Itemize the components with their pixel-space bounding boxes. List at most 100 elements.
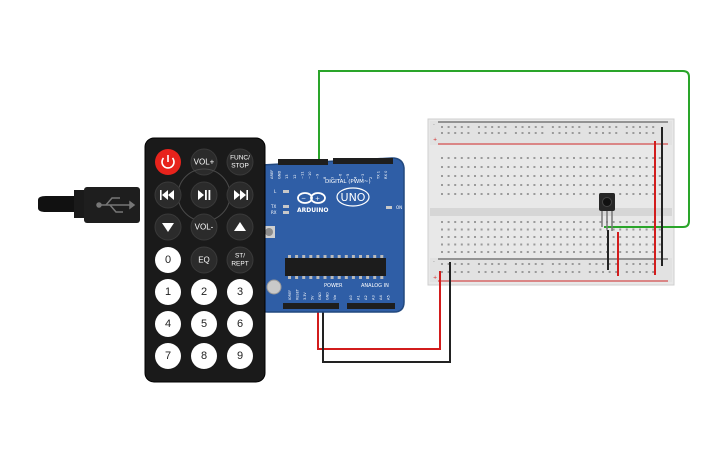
- next-button[interactable]: [226, 181, 254, 209]
- digital-label: DIGITAL (PWM~): [325, 179, 371, 185]
- play-pause-button[interactable]: [190, 181, 218, 209]
- arduino-brand: ARDUINO: [297, 207, 328, 214]
- power-pin-label: RESET: [296, 288, 300, 300]
- pin-label: ~11: [300, 171, 304, 179]
- pin-label: ~9: [316, 173, 320, 179]
- digit-label: 8: [201, 350, 207, 362]
- prev-button[interactable]: [154, 181, 182, 209]
- button-5[interactable]: 5: [191, 311, 217, 337]
- green-signal-wire[interactable]: [318, 70, 690, 228]
- pin-label: ~5: [346, 174, 350, 179]
- led-l: [283, 190, 289, 193]
- power-pin-label: Vin: [333, 295, 337, 300]
- power-icon: [161, 155, 175, 169]
- rail-sign-minus: -: [433, 122, 435, 128]
- digit-label: 7: [165, 350, 171, 362]
- digital-header-1[interactable]: [278, 159, 328, 165]
- analog-pin-label: A5: [387, 295, 391, 300]
- svg-text:ST/: ST/: [235, 253, 245, 260]
- analog-pin-label: A2: [364, 295, 368, 300]
- button-6[interactable]: 6: [227, 311, 253, 337]
- svg-text:VOL+: VOL+: [194, 158, 215, 167]
- svg-text:UNO: UNO: [341, 191, 366, 204]
- center-channel: [430, 208, 672, 216]
- eq-button[interactable]: EQ: [190, 246, 218, 274]
- ir-receiver[interactable]: [599, 193, 615, 231]
- rail-sign-plus-bottom: +: [433, 275, 437, 281]
- button-9[interactable]: 9: [227, 343, 253, 369]
- power-pin-label: IOREF: [288, 290, 292, 300]
- power-pin-label: GND: [318, 292, 322, 300]
- digit-label: 5: [201, 318, 207, 330]
- digital-header-2[interactable]: [333, 158, 393, 164]
- digit-buttons: 1 2 3 4 5 6 7 8 9: [155, 279, 253, 369]
- breadboard[interactable]: + - - +: [427, 118, 675, 286]
- digit-label: 1: [165, 286, 171, 298]
- pin-label: 7: [331, 177, 335, 179]
- red-power-wire[interactable]: [317, 271, 441, 350]
- button-1[interactable]: 1: [155, 279, 181, 305]
- capacitor: [266, 279, 282, 295]
- pin-label: ~6: [338, 173, 342, 179]
- pin-label: TX 1: [376, 171, 380, 180]
- led-label-rx: RX: [271, 210, 277, 215]
- up-button[interactable]: [226, 213, 254, 241]
- power-button[interactable]: [155, 149, 181, 175]
- pin-label: 4: [354, 176, 358, 179]
- down-button[interactable]: [154, 213, 182, 241]
- power-pin-label: GND: [326, 292, 330, 300]
- led-label-l: L: [274, 189, 277, 194]
- vol-up-button[interactable]: VOL+: [190, 148, 218, 176]
- svg-text:+: +: [315, 196, 320, 203]
- bottom-power-rail: [430, 258, 672, 282]
- svg-text:−: −: [301, 195, 306, 202]
- pin-label: ~3: [361, 174, 365, 179]
- analog-pin-label: A4: [379, 295, 383, 300]
- prev-icon: [160, 190, 174, 200]
- svg-text:FUNC/: FUNC/: [230, 155, 250, 162]
- power-header[interactable]: [283, 303, 339, 309]
- arduino-logo: − +: [297, 192, 326, 204]
- play-pause-icon: [198, 190, 211, 200]
- pin-label: 13: [285, 174, 289, 179]
- ir-remote[interactable]: VOL+ FUNC/ STOP: [144, 137, 266, 383]
- on-label: ON: [396, 205, 402, 210]
- pin-label: 8: [323, 176, 327, 179]
- button-7[interactable]: 7: [155, 343, 181, 369]
- svg-text:VOL-: VOL-: [195, 223, 214, 232]
- svg-text:REPT: REPT: [231, 261, 248, 268]
- digit-label: 4: [165, 318, 171, 330]
- led-label-tx: TX: [270, 204, 276, 209]
- button-0[interactable]: 0: [155, 247, 181, 273]
- pin-label: ~10: [308, 171, 312, 179]
- reset-button[interactable]: [263, 226, 275, 238]
- func-stop-button[interactable]: FUNC/ STOP: [226, 148, 254, 176]
- button-4[interactable]: 4: [155, 311, 181, 337]
- svg-text:STOP: STOP: [231, 163, 249, 170]
- button-8[interactable]: 8: [191, 343, 217, 369]
- pin-label: 2: [369, 177, 373, 179]
- analog-pin-label: A1: [357, 295, 361, 300]
- on-led: [386, 206, 392, 209]
- analog-header[interactable]: [347, 303, 395, 309]
- led-rx: [283, 211, 289, 214]
- atmega-chip: [285, 255, 386, 279]
- breadboard-holes[interactable]: [441, 126, 661, 273]
- analog-pin-label: A3: [372, 295, 376, 300]
- next-icon: [234, 190, 248, 200]
- power-pin-label: 3.3V: [303, 292, 307, 300]
- rail-sign-minus-bottom: -: [433, 259, 435, 265]
- button-3[interactable]: 3: [227, 279, 253, 305]
- vol-down-button[interactable]: VOL-: [190, 213, 218, 241]
- pin-label: AREF: [270, 170, 274, 179]
- st-rept-button[interactable]: ST/ REPT: [226, 246, 254, 274]
- top-power-rail: [430, 121, 672, 145]
- black-ground-wire[interactable]: [322, 262, 451, 363]
- svg-text:EQ: EQ: [198, 256, 210, 265]
- usb-cable: [38, 187, 140, 223]
- button-2[interactable]: 2: [191, 279, 217, 305]
- digit-label: 3: [237, 286, 243, 298]
